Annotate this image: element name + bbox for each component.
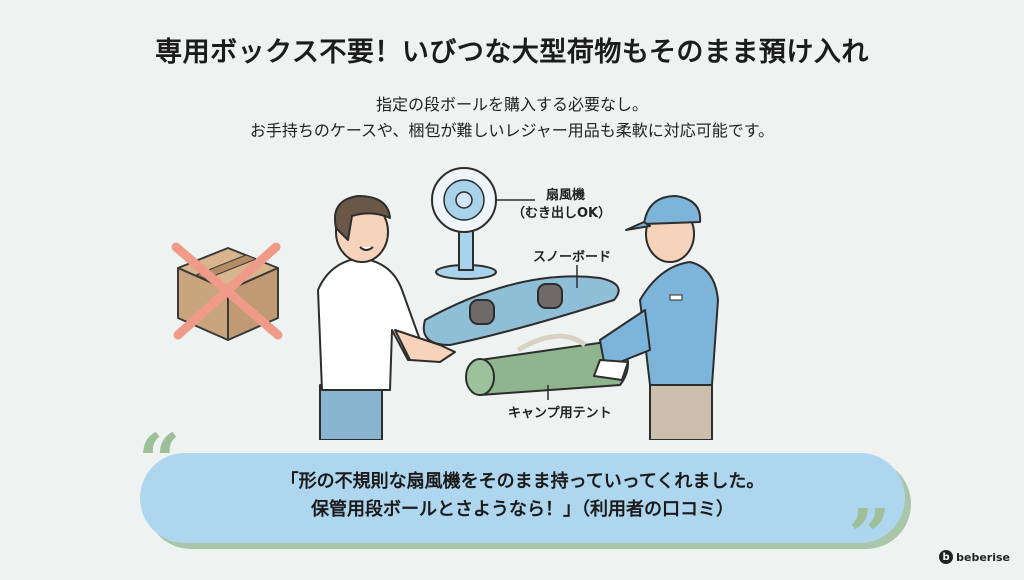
- fan-note-label: （むき出しOK）: [512, 206, 612, 221]
- subtitle-line-2: お手持ちのケースや、梱包が難しいレジャー用品も柔軟に対応可能です。: [249, 121, 775, 140]
- fan-label: 扇風機: [546, 188, 586, 203]
- crossed-out-cardboard-box-icon: [171, 242, 283, 341]
- electric-fan-icon: [431, 167, 535, 280]
- page-title: 専用ボックス不要！いびつな大型荷物もそのまま預け入れ: [155, 37, 869, 68]
- open-quote-icon: “: [138, 419, 181, 505]
- illustration: [171, 167, 719, 440]
- subtitle-line-1: 指定の段ボールを購入する必要なし。: [375, 95, 648, 114]
- snowboard-label: スノーボード: [533, 250, 612, 265]
- testimonial-text: 「形の不規則な扇風機をそのまま持っていってくれました。 保管用段ボールとさような…: [140, 468, 905, 524]
- brand-logo-icon: b: [939, 550, 954, 564]
- testimonial-line-1: 「形の不規則な扇風機をそのまま持っていってくれました。: [280, 471, 765, 492]
- testimonial-bubble: [140, 453, 905, 543]
- delivery-staff-person-icon: [593, 195, 719, 440]
- testimonial-line-2: 保管用段ボールとさようなら！」（利用者の口コミ）: [311, 499, 734, 520]
- customer-person-icon: [317, 195, 456, 440]
- brand-name: beberise: [956, 550, 1010, 564]
- tent-label: キャンプ用テント: [508, 406, 612, 421]
- snowboard-icon: [422, 265, 620, 347]
- close-quote-icon: ”: [848, 494, 891, 580]
- brand-logo: b beberise: [939, 550, 1010, 564]
